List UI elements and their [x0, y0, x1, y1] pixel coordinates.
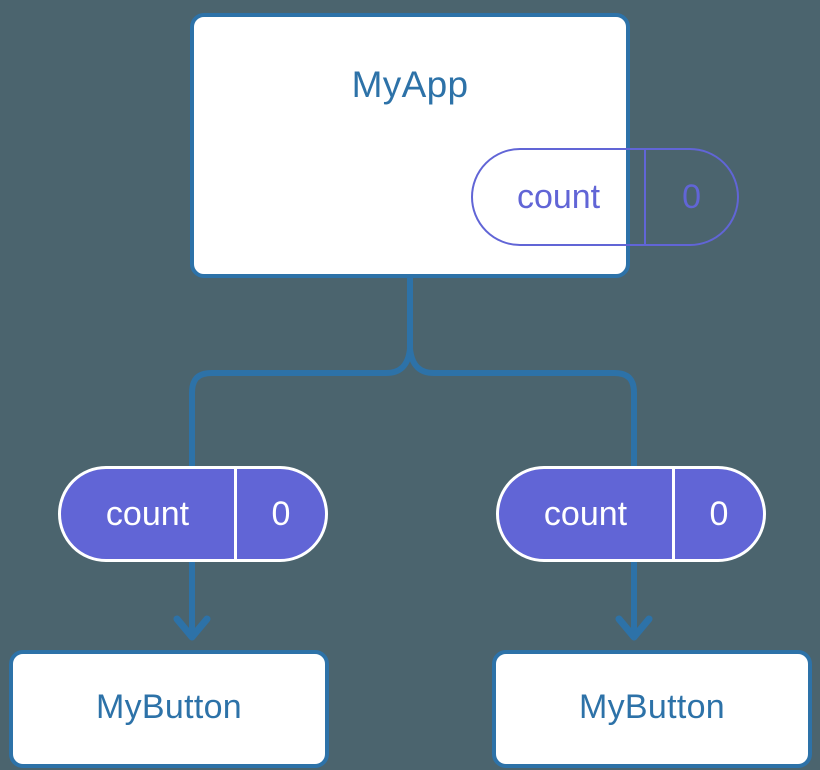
arrow-left-head-icon	[173, 615, 211, 641]
props-pill-right[interactable]: count 0	[496, 466, 766, 562]
component-card-mybutton-left[interactable]: MyButton	[9, 650, 329, 768]
branch-left-line	[189, 348, 413, 466]
branch-right-line	[407, 348, 637, 466]
arrow-right-head-icon	[615, 615, 653, 641]
state-key-label: count	[516, 178, 601, 216]
props-value-label: 0	[672, 469, 763, 559]
props-key-label: count	[543, 495, 628, 533]
component-name-mybutton: MyButton	[95, 688, 243, 726]
component-card-myapp[interactable]: MyApp count 0	[190, 13, 739, 278]
state-value-label: 0	[644, 150, 737, 244]
props-value-label: 0	[234, 469, 325, 559]
component-card-mybutton-right[interactable]: MyButton	[492, 650, 812, 768]
state-pill-count[interactable]: count 0	[471, 148, 739, 246]
component-name-mybutton: MyButton	[578, 688, 726, 726]
component-name-myapp: MyApp	[351, 64, 469, 105]
props-key-label: count	[105, 495, 190, 533]
props-pill-left[interactable]: count 0	[58, 466, 328, 562]
